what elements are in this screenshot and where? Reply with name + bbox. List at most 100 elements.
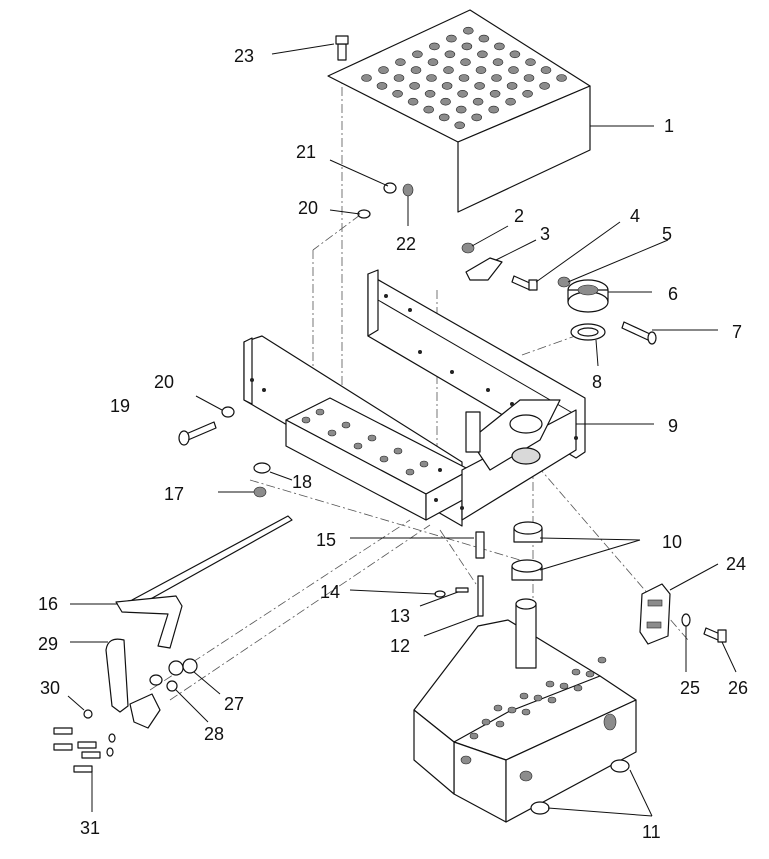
washer-25 [681,613,691,627]
perforation-hole [454,121,466,130]
perforation-hole [441,82,453,90]
label-part-1: 1 [664,116,674,136]
perforation-hole [603,713,617,731]
label-part-7: 7 [732,322,742,342]
bracket-plate [639,583,671,645]
perforation-hole [450,370,454,374]
perforation-hole [462,26,474,35]
washer-20-lower [221,406,235,418]
perforation-hole [525,58,536,67]
bolt-23 [335,35,349,61]
perforation-hole [506,82,518,90]
housing-holes [460,656,617,782]
perforation-hole [522,90,533,98]
bracket-holes [250,294,578,510]
perforation-hole [426,74,437,82]
perforation-hole [250,378,254,382]
bushings [511,521,543,581]
perforation-hole [438,468,442,472]
label-part-27: 27 [224,694,244,714]
perforation-hole [409,82,420,90]
perforation-hole [556,74,567,82]
perforation-hole [315,408,325,416]
label-part-22: 22 [396,234,416,254]
perforation-hole [474,82,485,90]
perforation-hole [460,755,472,765]
label-part-31: 31 [80,818,100,838]
plate-holes [361,26,567,130]
label-part-5: 5 [662,224,672,244]
perforation-hole [393,447,403,455]
spring-15 [475,531,485,559]
perforation-hole [460,58,471,67]
perforation-hole [574,436,578,440]
perforation-hole [519,692,529,700]
perforation-hole [510,402,514,406]
perforation-hole [438,113,450,122]
bolt-4 [511,275,538,291]
perforation-hole [434,498,438,502]
perforation-hole [423,105,435,114]
perforation-hole [478,34,490,43]
label-part-10: 10 [662,532,682,552]
perforation-hole [262,388,266,392]
label-part-6: 6 [668,284,678,304]
perforation-hole [427,58,439,67]
perforation-hole [507,706,517,714]
label-part-14: 14 [320,582,340,602]
small-bolts-31 [53,709,116,773]
perforation-hole [384,294,388,298]
perforation-hole [540,66,552,74]
label-part-21: 21 [296,142,316,162]
perforation-hole [458,74,470,82]
perforation-hole [547,696,557,704]
collar [567,279,609,341]
perforation-hole [395,58,406,67]
label-part-17: 17 [164,484,184,504]
perforation-hole [539,82,550,90]
perforation-hole [301,416,311,424]
lever-handle [115,515,293,649]
perforation-hole [519,770,533,782]
bolt-19 [178,421,217,446]
clip-3 [465,257,503,281]
perforation-hole [492,58,504,67]
label-part-12: 12 [390,636,410,656]
washer-18 [253,462,271,474]
label-part-25: 25 [680,678,700,698]
nut-22 [402,183,414,197]
perforation-hole [393,74,405,82]
label-part-18: 18 [292,472,312,492]
washer-13 [434,590,446,598]
perforation-hole [444,50,456,59]
perforation-hole [469,732,479,740]
label-part-9: 9 [668,416,678,436]
perforation-hole [489,90,501,98]
perforation-hole [424,90,436,98]
label-part-3: 3 [540,224,550,244]
pin-14 [455,587,469,593]
label-part-16: 16 [38,594,58,614]
label-part-2: 2 [514,206,524,226]
perforation-hole [407,97,419,106]
perforation-hole [477,50,488,59]
perforation-hole [471,113,483,122]
perforation-hole [472,97,484,106]
perforation-hole [521,708,531,716]
perforation-hole [405,468,415,476]
perforation-hole [408,308,412,312]
perforation-hole [378,66,389,74]
assembly-axes [149,70,689,701]
leader-lines [67,43,737,817]
perforation-hole [412,50,423,59]
perforation-hole [443,66,454,74]
perforation-hole [475,66,487,74]
perforation-hole [545,680,555,688]
perforation-hole [571,668,581,676]
perforation-hole [361,74,372,82]
perforation-hole [392,90,403,98]
label-part-23: 23 [234,46,254,66]
nut-2 [461,242,475,254]
perforation-hole [491,74,502,82]
